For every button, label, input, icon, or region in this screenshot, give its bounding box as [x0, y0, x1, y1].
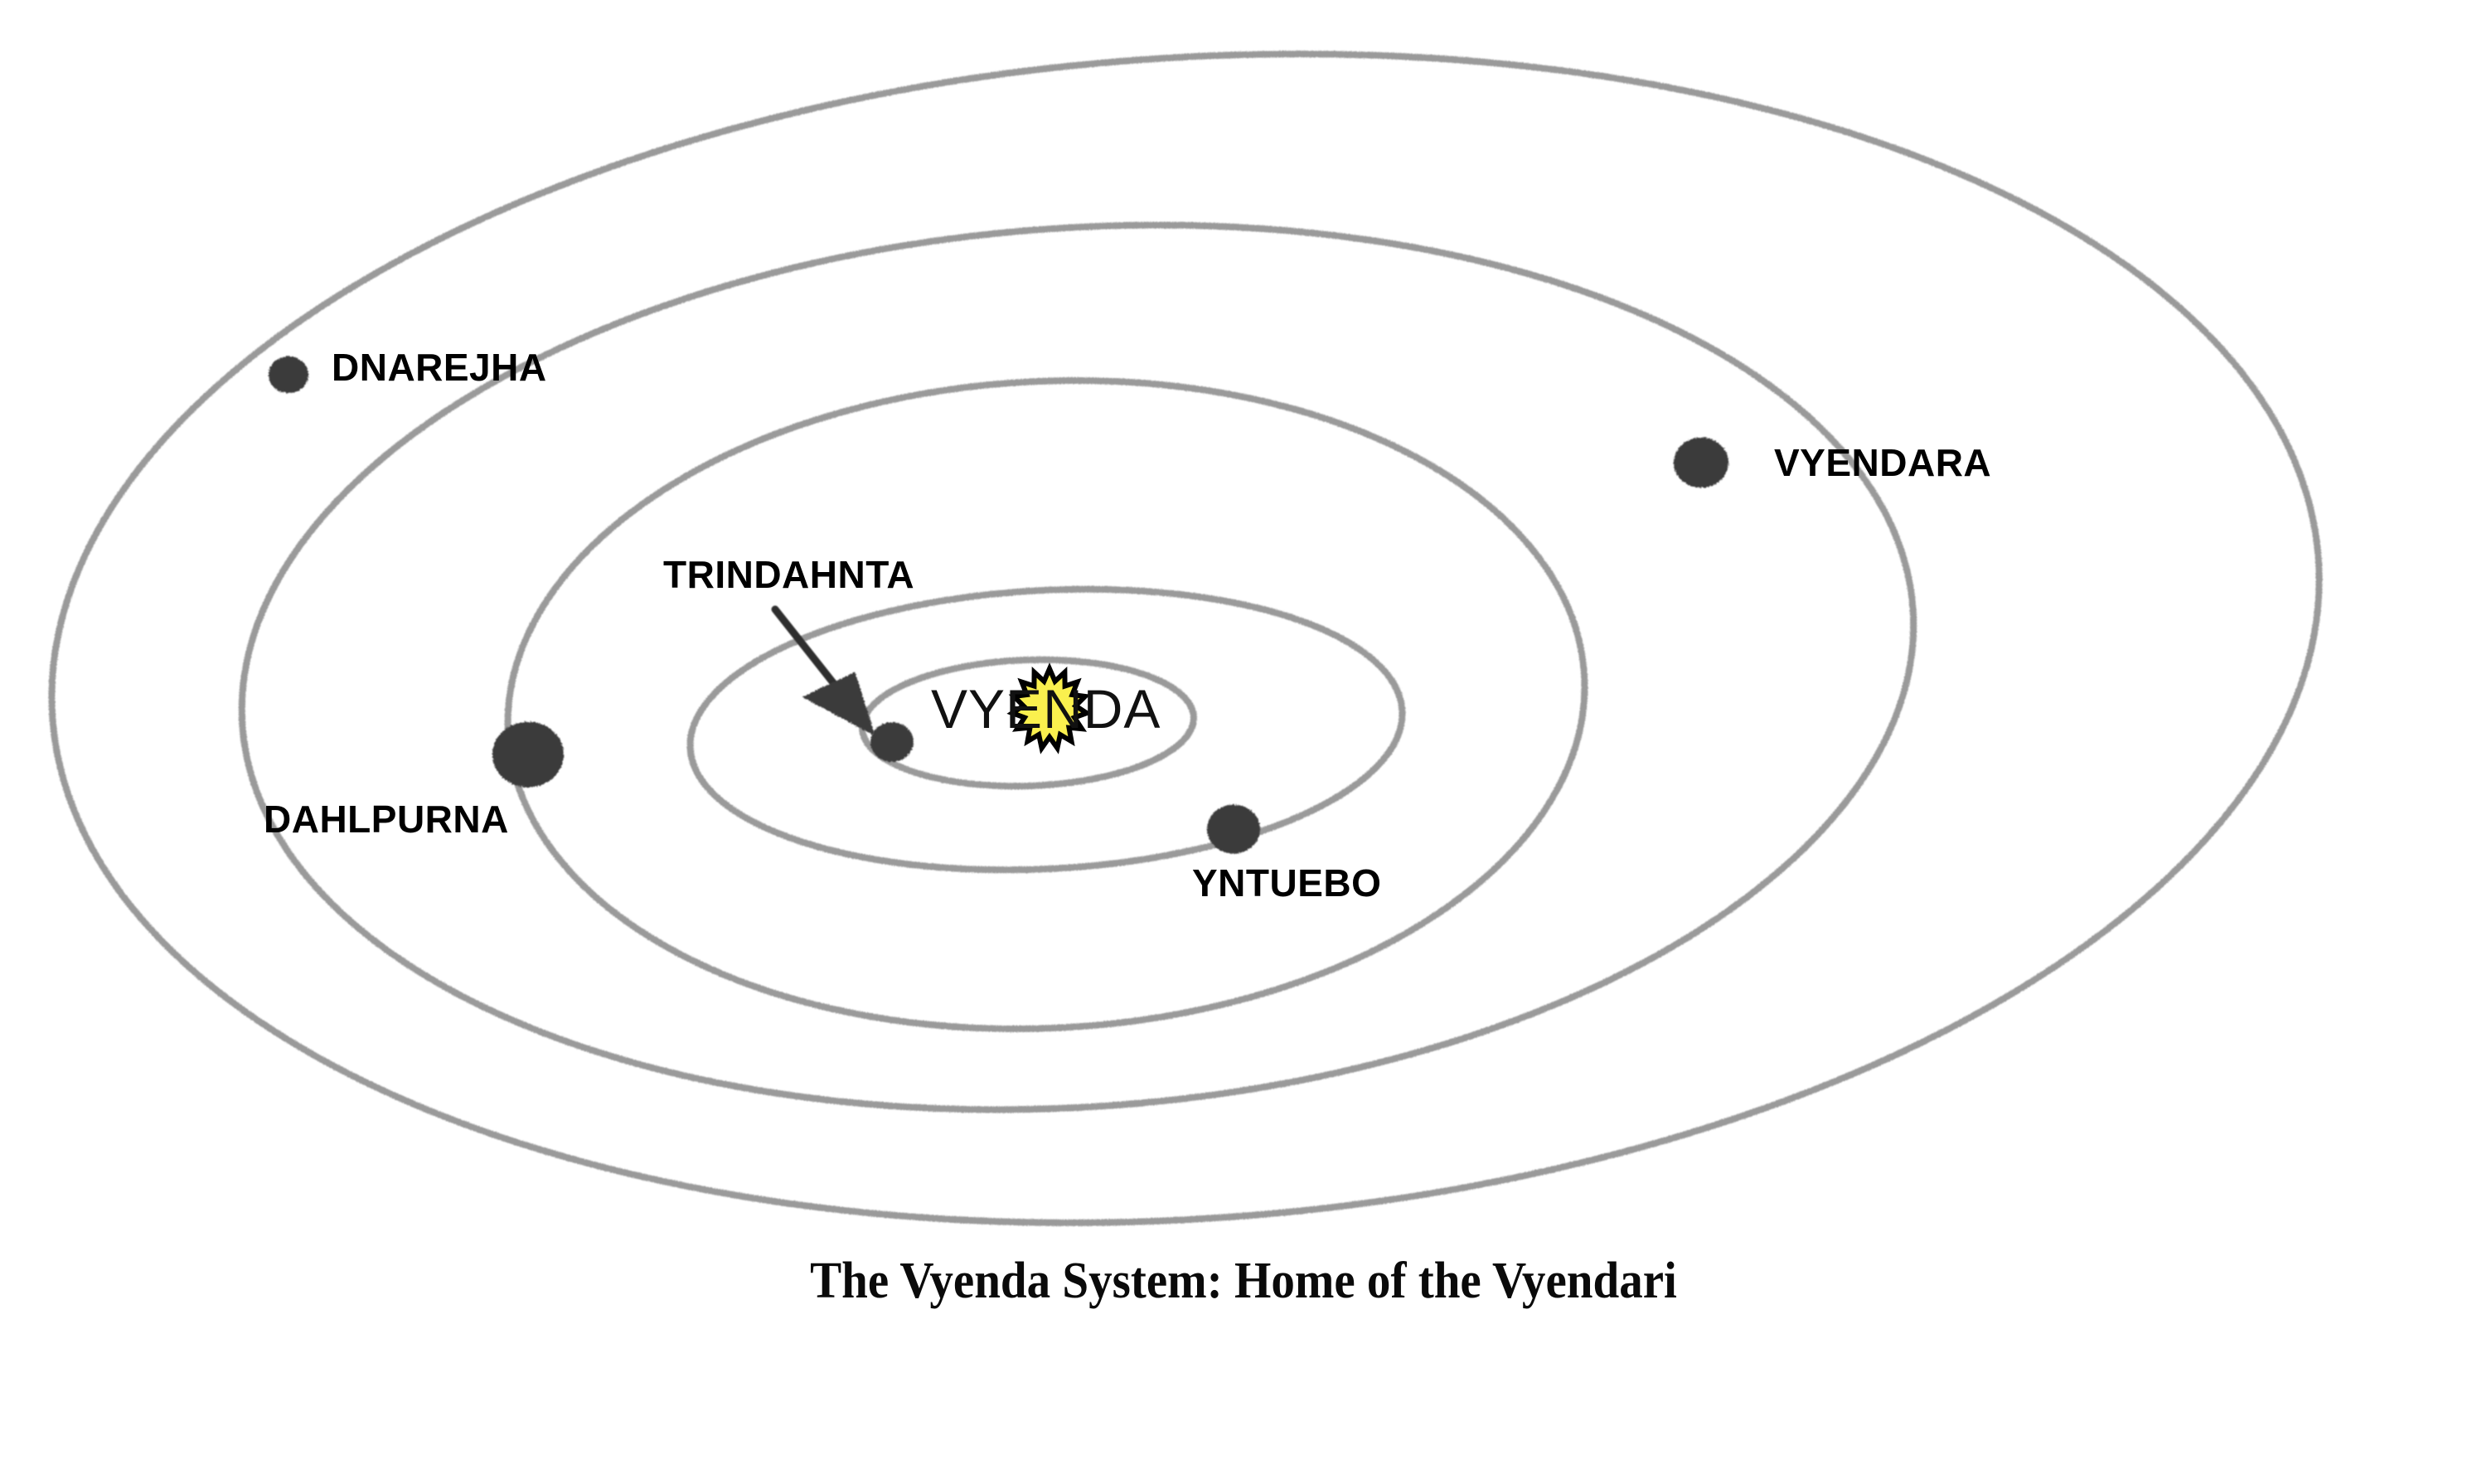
diagram-caption: The Vyenda System: Home of the Vyendari: [810, 1253, 1677, 1309]
planet-label-dahlpurna: DAHLPURNA: [264, 798, 509, 841]
planet-label-vyendara: VYENDARA: [1774, 441, 1992, 484]
planet-bodies: [269, 356, 1728, 854]
star-label-vyenda: VYENDA: [931, 678, 1161, 740]
orbit-rings: [48, 51, 2323, 1226]
sun-starburst-icon: [1006, 662, 1093, 754]
planet-dahlpurna: [492, 721, 564, 788]
arrow-pointer-icon: [802, 672, 875, 736]
planet-label-dnarejha: DNAREJHA: [332, 346, 547, 389]
trindahnta-annotation-arrow: [771, 605, 875, 736]
planet-trindahnta: [870, 722, 914, 762]
planet-vyendara: [1674, 437, 1728, 488]
planet-label-yntuebo: YNTUEBO: [1192, 861, 1382, 904]
orbit-ring-5: [48, 51, 2323, 1226]
orbit-ring-2: [686, 585, 1406, 874]
planet-dnarejha: [269, 356, 308, 394]
planet-yntuebo: [1207, 804, 1260, 854]
orbit-ring-4: [238, 221, 1917, 1113]
vyenda-star-glyph: [1006, 662, 1093, 754]
planet-label-trindahnta: TRINDAHNTA: [663, 553, 915, 596]
